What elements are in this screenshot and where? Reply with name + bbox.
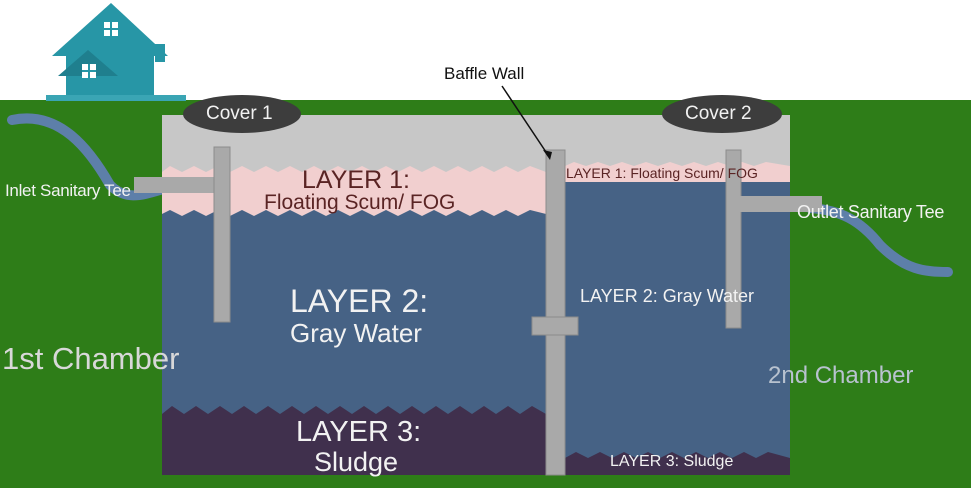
inlet-pipe-curve [7,113,165,201]
baffle-wall-pointer [501,85,551,159]
chamber-2-layer-1: LAYER 1: Floating Scum/ FOG [566,165,758,181]
outlet-pipe-curve [805,203,953,277]
chamber-2-label: 2nd Chamber [768,362,914,389]
chamber-1-layer-3-title: LAYER 3: [296,416,422,448]
cover-1-label: Cover 1 [206,103,273,124]
cover-1-lid [183,95,301,133]
house-icon [46,3,186,101]
chamber-1-layer-2-title: LAYER 2: [290,283,429,319]
septic-tank [162,115,790,475]
inlet-tee-label: Inlet Sanitary Tee [5,181,131,200]
outlet-tee-label: Outlet Sanitary Tee [797,202,945,222]
baffle-wall-label: Baffle Wall [444,64,525,83]
chamber-1-layer-2-name: Gray Water [290,318,422,348]
chamber-1-layer-3-name: Sludge [314,447,399,477]
chamber-1-label: 1st Chamber [2,341,180,376]
chamber-1-sludge-layer [162,406,546,475]
chamber-1-scum-layer [162,172,546,216]
inlet-sanitary-tee [134,146,231,323]
chamber-2-layer-2: LAYER 2: Gray Water [580,286,755,306]
chamber-2-layer-3: LAYER 3: Sludge [610,453,734,470]
baffle-wall [531,149,579,476]
chamber-1-layer-1-name: Floating Scum/ FOG [264,191,456,214]
cover-2-label: Cover 2 [685,103,752,124]
chamber-1-gray-water-layer [162,210,546,475]
chamber-2-sludge-layer [565,452,790,475]
chamber-2-gray-water-layer [565,182,790,475]
cover-2-lid [662,95,782,133]
chamber-1-layer-1-title: LAYER 1: [302,166,410,194]
outlet-sanitary-tee [725,149,822,329]
